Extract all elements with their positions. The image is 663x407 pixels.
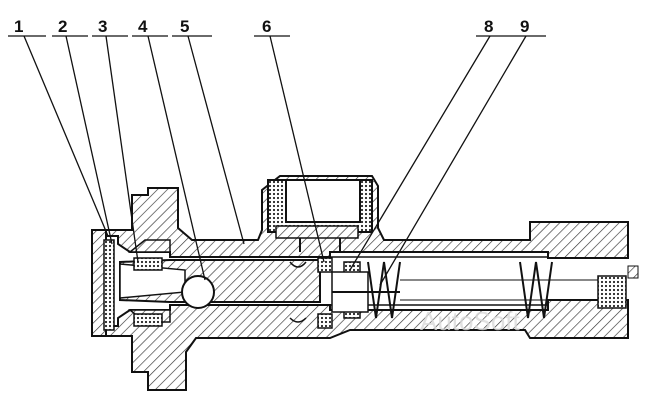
callout-1: 1 [14,17,23,36]
watermark: AutoSoft [420,306,521,336]
piston [119,259,321,323]
valve-stem [331,271,400,313]
callout-4: 4 [138,17,148,36]
leader-lines [8,35,546,286]
seals [103,239,639,331]
callout-8: 8 [484,17,493,36]
callout-labels: 1 2 3 4 5 6 8 9 [14,17,529,36]
callout-3: 3 [98,17,107,36]
callout-9: 9 [520,17,529,36]
return-spring [367,261,553,319]
callout-2: 2 [58,17,67,36]
callout-6: 6 [262,17,271,36]
callout-5: 5 [180,17,189,36]
